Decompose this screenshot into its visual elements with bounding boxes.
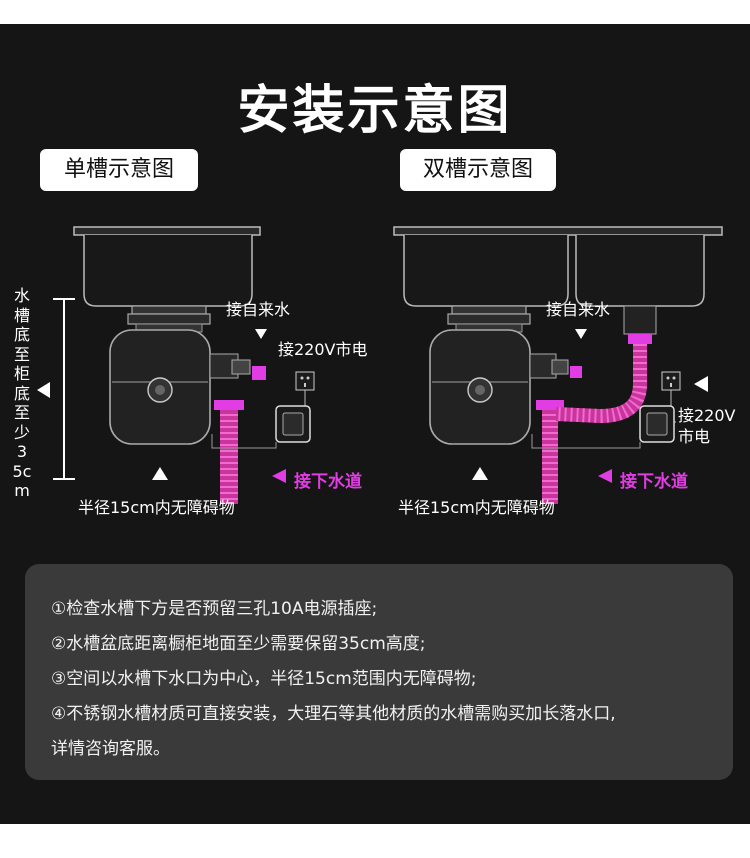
note-item: 详情咨询客服。 [51, 739, 170, 759]
install-guide-page: 安装示意图 单槽示意图 双槽示意图 [0, 24, 750, 824]
single-radius-note: 半径15cm内无障碍物 [78, 498, 235, 517]
page-title: 安装示意图 [237, 81, 513, 141]
double-power-label-1: 接220V [678, 406, 736, 425]
double-drain-hose [542, 410, 558, 504]
single-countertop [73, 226, 261, 236]
double-water-label: 接自来水 [546, 300, 611, 319]
single-power-label: 接220V市电 [278, 340, 368, 359]
double-sink-label: 双槽示意图 [400, 149, 556, 191]
single-water-label: 接自来水 [226, 300, 291, 319]
note-item: ④不锈钢水槽材质可直接安装，大理石等其他材质的水槽需购买加长落水口, [51, 704, 616, 724]
notes-panel: ①检查水槽下方是否预留三孔10A电源插座; ②水槽盆底距离橱柜地面至少需要保留3… [25, 564, 733, 780]
double-drain-label: 接下水道 [620, 472, 688, 492]
single-drain-hose [220, 410, 238, 504]
single-sink-diagram [37, 226, 315, 504]
double-countertop [393, 226, 723, 236]
double-radius-note: 半径15cm内无障碍物 [398, 498, 555, 517]
double-basin-left [403, 235, 569, 307]
single-sink-label: 单槽示意图 [40, 149, 198, 191]
note-item: ②水槽盆底距离橱柜地面至少需要保留35cm高度; [51, 634, 426, 654]
install-diagrams [37, 226, 723, 504]
note-item: ①检查水槽下方是否预留三孔10A电源插座; [51, 599, 378, 619]
note-item: ③空间以水槽下水口为中心，半径15cm范围内无障碍物; [51, 669, 477, 689]
double-power-label-2: 市电 [678, 427, 711, 446]
double-sink-diagram [393, 226, 723, 504]
single-drain-label: 接下水道 [294, 472, 362, 492]
single-height-note: 水槽底至柜底至少35cm [12, 286, 32, 500]
